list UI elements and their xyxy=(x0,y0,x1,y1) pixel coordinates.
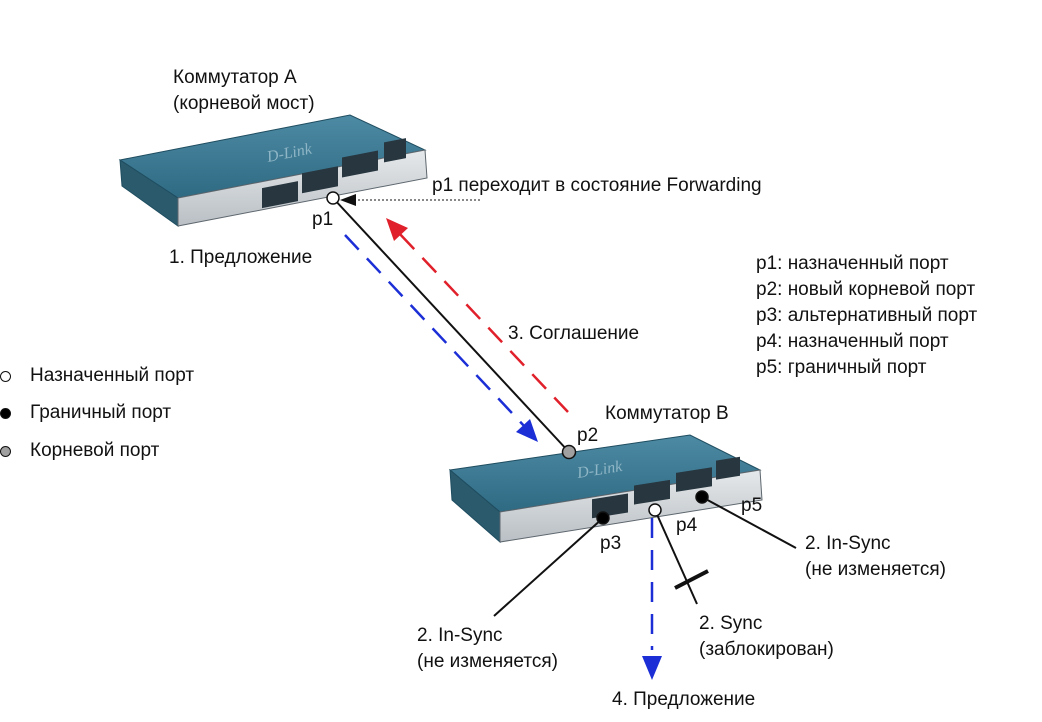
step-2-in-sync-p3-line1: 2. In-Sync xyxy=(417,625,503,646)
port-p4-label: p4 xyxy=(676,515,698,536)
switch-b: D-Link xyxy=(448,434,763,544)
port-role-p5: p5: граничный порт xyxy=(756,357,927,378)
p4-block-mark xyxy=(674,569,709,590)
switch-a-port-bays xyxy=(262,138,406,209)
switch-b-name: Коммутатор В xyxy=(605,403,729,424)
port-p5-label: p5 xyxy=(741,495,763,516)
agreement-arrow-3-head xyxy=(386,218,408,241)
proposal-arrow-1 xyxy=(344,234,527,429)
proposal-arrow-4-head xyxy=(642,656,662,680)
step-2-in-sync-p3-line2: (не изменяется) xyxy=(417,651,558,672)
step-3-agreement: 3. Соглашение xyxy=(508,323,640,344)
proposal-arrow-1-head xyxy=(516,419,538,442)
port-p4-designated-icon xyxy=(648,503,662,517)
port-p3-label: p3 xyxy=(600,533,622,554)
port-p1-designated-icon xyxy=(326,191,340,205)
port-role-p1: p1: назначенный порт xyxy=(756,253,949,274)
port-p3-edge-icon xyxy=(596,511,610,525)
port-role-p3: p3: альтернативный порт xyxy=(756,305,978,326)
switch-a-role: (корневой мост) xyxy=(173,93,315,114)
port-role-p2: p2: новый корневой порт xyxy=(756,279,976,300)
legend-designated-label: Назначенный порт xyxy=(30,365,195,386)
link-p4 xyxy=(654,509,698,605)
switch-a: D-Link xyxy=(118,114,428,227)
port-role-p4: p4: назначенный порт xyxy=(756,331,949,352)
p1-status-pointer-head xyxy=(340,194,356,206)
legend-edge-label: Граничный порт xyxy=(30,402,172,423)
link-p1-p2 xyxy=(332,197,570,453)
switch-b-port-bays xyxy=(592,456,740,519)
step-4-proposal: 4. Предложение xyxy=(612,689,756,710)
agreement-arrow-3 xyxy=(397,231,569,413)
port-p2-label: p2 xyxy=(577,425,599,446)
legend-edge-port-icon xyxy=(0,408,11,419)
step-2-sync-p4-line2: (заблокирован) xyxy=(699,639,834,660)
switch-a-name: Коммутатор А xyxy=(173,67,297,88)
step-2-sync-p4-line1: 2. Sync xyxy=(699,613,763,634)
link-p3 xyxy=(493,517,604,617)
port-p1-label: p1 xyxy=(312,209,334,230)
legend-root-port-icon xyxy=(0,446,11,457)
step-1-proposal: 1. Предложение xyxy=(169,247,313,268)
p1-status-label: p1 переходит в состояние Forwarding xyxy=(432,175,762,196)
step-2-in-sync-p5-line1: 2. In-Sync xyxy=(805,533,891,554)
link-p5 xyxy=(701,496,797,549)
step-2-in-sync-p5-line2: (не изменяется) xyxy=(805,559,946,580)
port-p2-root-icon xyxy=(561,444,577,460)
legend-designated-port-icon xyxy=(0,371,11,382)
port-p5-edge-icon xyxy=(695,490,709,504)
legend-root-label: Корневой порт xyxy=(30,440,160,461)
